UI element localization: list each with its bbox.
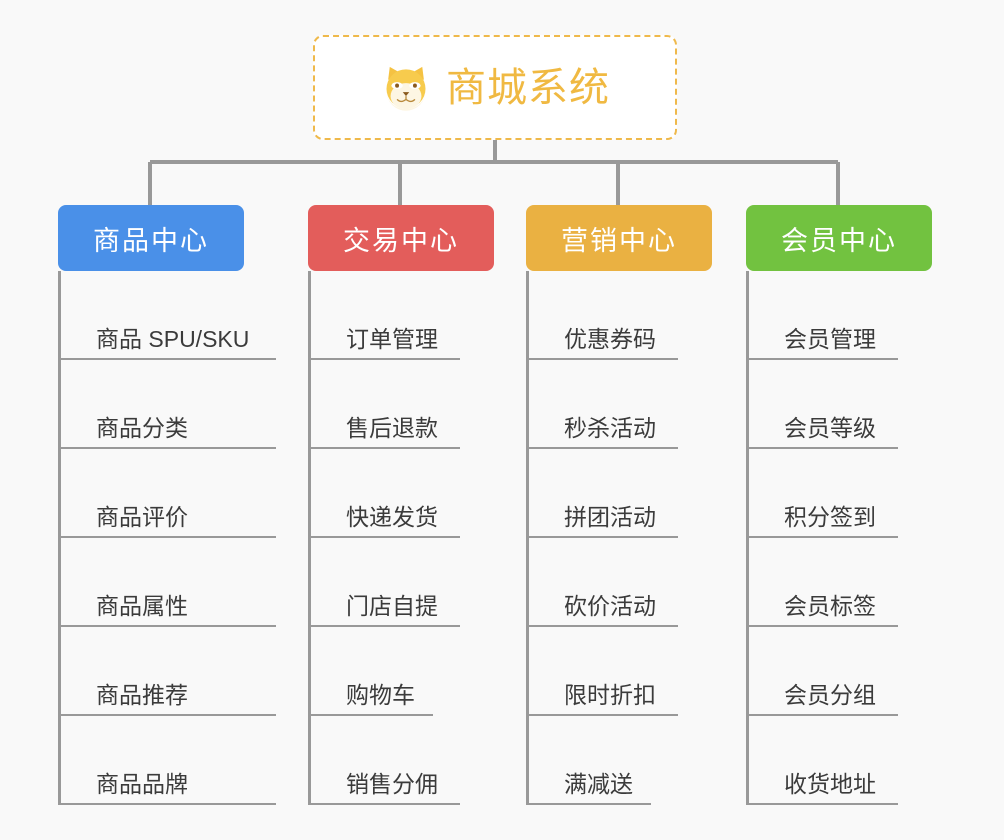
shiba-dog-face-icon [386, 66, 426, 111]
leaf-label: 商品评价 [96, 504, 188, 530]
leaf-item[interactable]: 砍价活动 [526, 538, 712, 627]
leaf-underline [58, 803, 276, 805]
leaf-underline [526, 358, 678, 360]
leaf-item[interactable]: 会员标签 [746, 538, 932, 627]
leaf-underline [308, 803, 460, 805]
leaf-item[interactable]: 限时折扣 [526, 627, 712, 716]
leaf-item[interactable]: 门店自提 [308, 538, 494, 627]
leaf-item[interactable]: 商品属性 [58, 538, 276, 627]
leaf-item[interactable]: 会员分组 [746, 627, 932, 716]
branch-header-label-1: 交易中心 [343, 225, 459, 256]
leaf-list-1: 订单管理 售后退款 快递发货 门店自提 购物车 销售分佣 [308, 271, 494, 805]
leaf-item[interactable]: 购物车 [308, 627, 494, 716]
leaf-underline [308, 358, 460, 360]
leaf-underline [526, 536, 678, 538]
leaf-label: 拼团活动 [564, 504, 656, 530]
branch-header-3[interactable]: 会员中心 [746, 205, 932, 271]
leaf-list-3: 会员管理 会员等级 积分签到 会员标签 会员分组 收货地址 [746, 271, 932, 805]
leaf-label: 会员标签 [784, 593, 876, 619]
leaf-underline [526, 714, 678, 716]
leaf-label: 订单管理 [346, 326, 438, 352]
leaf-label: 会员等级 [784, 415, 876, 441]
leaf-item[interactable]: 商品推荐 [58, 627, 276, 716]
leaf-label: 商品属性 [96, 593, 188, 619]
leaf-label: 满减送 [564, 771, 633, 797]
leaf-underline [58, 625, 276, 627]
leaf-label: 商品分类 [96, 415, 188, 441]
leaf-label: 限时折扣 [564, 682, 656, 708]
leaf-item[interactable]: 会员管理 [746, 271, 932, 360]
leaf-underline [746, 803, 898, 805]
leaf-item[interactable]: 销售分佣 [308, 716, 494, 805]
leaf-underline [746, 358, 898, 360]
leaf-underline [526, 625, 678, 627]
leaf-item[interactable]: 商品评价 [58, 449, 276, 538]
leaf-label: 会员管理 [784, 326, 876, 352]
leaf-label: 快递发货 [346, 504, 438, 530]
leaf-item[interactable]: 订单管理 [308, 271, 494, 360]
leaf-label: 售后退款 [346, 415, 438, 441]
leaf-underline [526, 447, 678, 449]
root-node[interactable]: 商城系统 [313, 35, 677, 140]
branch-header-0[interactable]: 商品中心 [58, 205, 244, 271]
leaf-item[interactable]: 积分签到 [746, 449, 932, 538]
leaf-item[interactable]: 商品 SPU/SKU [58, 271, 276, 360]
leaf-underline [746, 714, 898, 716]
leaf-label: 销售分佣 [346, 771, 438, 797]
leaf-underline [308, 714, 433, 716]
leaf-label: 购物车 [346, 682, 415, 708]
root-title: 商城系统 [446, 65, 610, 110]
leaf-underline [308, 536, 460, 538]
leaf-label: 商品品牌 [96, 771, 188, 797]
branch-header-label-3: 会员中心 [781, 225, 897, 256]
leaf-label: 砍价活动 [564, 593, 656, 619]
leaf-item[interactable]: 秒杀活动 [526, 360, 712, 449]
leaf-underline [746, 536, 898, 538]
branch-column-0: 商品中心 商品 SPU/SKU 商品分类 商品评价 商品属性 商品推荐 [58, 205, 276, 805]
leaf-underline [746, 625, 898, 627]
leaf-label: 优惠券码 [564, 326, 656, 352]
leaf-item[interactable]: 售后退款 [308, 360, 494, 449]
branch-header-label-0: 商品中心 [93, 225, 209, 256]
leaf-label: 门店自提 [346, 593, 438, 619]
leaf-item[interactable]: 拼团活动 [526, 449, 712, 538]
leaf-underline [58, 358, 276, 360]
leaf-item[interactable]: 会员等级 [746, 360, 932, 449]
leaf-label: 秒杀活动 [564, 415, 656, 441]
branch-column-2: 营销中心 优惠券码 秒杀活动 拼团活动 砍价活动 限时折扣 [526, 205, 712, 805]
leaf-list-2: 优惠券码 秒杀活动 拼团活动 砍价活动 限时折扣 满减送 [526, 271, 712, 805]
leaf-label: 商品推荐 [96, 682, 188, 708]
leaf-item[interactable]: 快递发货 [308, 449, 494, 538]
leaf-item[interactable]: 商品分类 [58, 360, 276, 449]
leaf-underline [58, 447, 276, 449]
leaf-label: 积分签到 [784, 504, 876, 530]
leaf-label: 会员分组 [784, 682, 876, 708]
leaf-underline [58, 714, 276, 716]
branch-column-1: 交易中心 订单管理 售后退款 快递发货 门店自提 购物车 [308, 205, 494, 805]
leaf-item[interactable]: 商品品牌 [58, 716, 276, 805]
leaf-item[interactable]: 收货地址 [746, 716, 932, 805]
leaf-item[interactable]: 满减送 [526, 716, 712, 805]
leaf-underline [526, 803, 651, 805]
branch-header-label-2: 营销中心 [561, 225, 677, 256]
leaf-list-0: 商品 SPU/SKU 商品分类 商品评价 商品属性 商品推荐 商品品牌 [58, 271, 276, 805]
branch-header-2[interactable]: 营销中心 [526, 205, 712, 271]
leaf-underline [746, 447, 898, 449]
leaf-underline [308, 625, 460, 627]
leaf-underline [58, 536, 276, 538]
branch-header-1[interactable]: 交易中心 [308, 205, 494, 271]
leaf-label: 商品 SPU/SKU [96, 326, 250, 352]
leaf-label: 收货地址 [784, 771, 876, 797]
branch-column-3: 会员中心 会员管理 会员等级 积分签到 会员标签 会员分组 [746, 205, 932, 805]
leaf-underline [308, 447, 460, 449]
leaf-item[interactable]: 优惠券码 [526, 271, 712, 360]
